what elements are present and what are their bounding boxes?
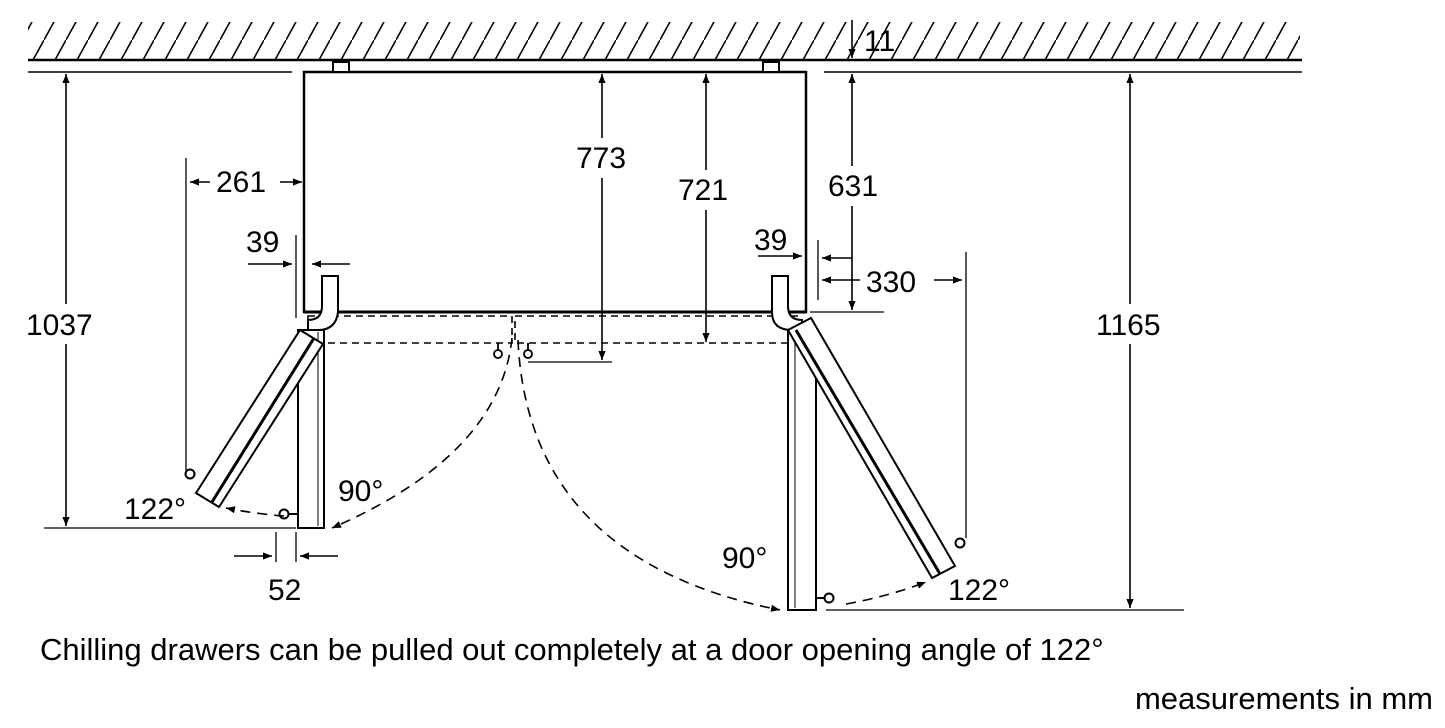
dim-right-hinge-offset: 39 <box>754 224 787 257</box>
hinges <box>307 275 803 331</box>
angle-left-right-angle: 90° <box>338 475 383 508</box>
wall <box>28 22 1302 73</box>
dim-right-upper-depth: 631 <box>828 170 878 203</box>
closed-door-handles <box>493 343 533 359</box>
extension-lines <box>44 158 1184 611</box>
dim-ceiling-gap: 11 <box>864 25 895 58</box>
label-backgrounds <box>22 138 1178 344</box>
dim-left-side-clearance: 261 <box>216 166 266 199</box>
dim-left-total-depth: 1037 <box>26 309 93 342</box>
dim-right-total-depth: 1165 <box>1096 309 1161 342</box>
dim-left-door-gap: 52 <box>268 574 301 607</box>
right-door-122 <box>786 316 966 580</box>
units-note: measurements in mm <box>1134 681 1433 716</box>
angle-right-right-angle: 90° <box>722 542 767 575</box>
right-door-90 <box>787 329 835 611</box>
angle-right-open: 122° <box>948 574 1010 607</box>
dim-inner-depth: 721 <box>678 174 728 207</box>
swing-arcs <box>225 337 927 612</box>
angle-labels: 122° 90° 90° 122° <box>124 475 1010 607</box>
dimension-labels: 11 261 773 721 631 39 39 330 1037 1165 5… <box>26 25 1161 607</box>
closed-doors <box>307 315 801 344</box>
caption: Chilling drawers can be pulled out compl… <box>40 632 1104 667</box>
left-door-122 <box>184 328 325 509</box>
dim-left-hinge-offset: 39 <box>246 226 279 259</box>
dim-right-side-clearance: 330 <box>866 266 916 299</box>
dim-body-depth: 773 <box>576 142 626 175</box>
angle-left-open: 122° <box>124 493 186 526</box>
